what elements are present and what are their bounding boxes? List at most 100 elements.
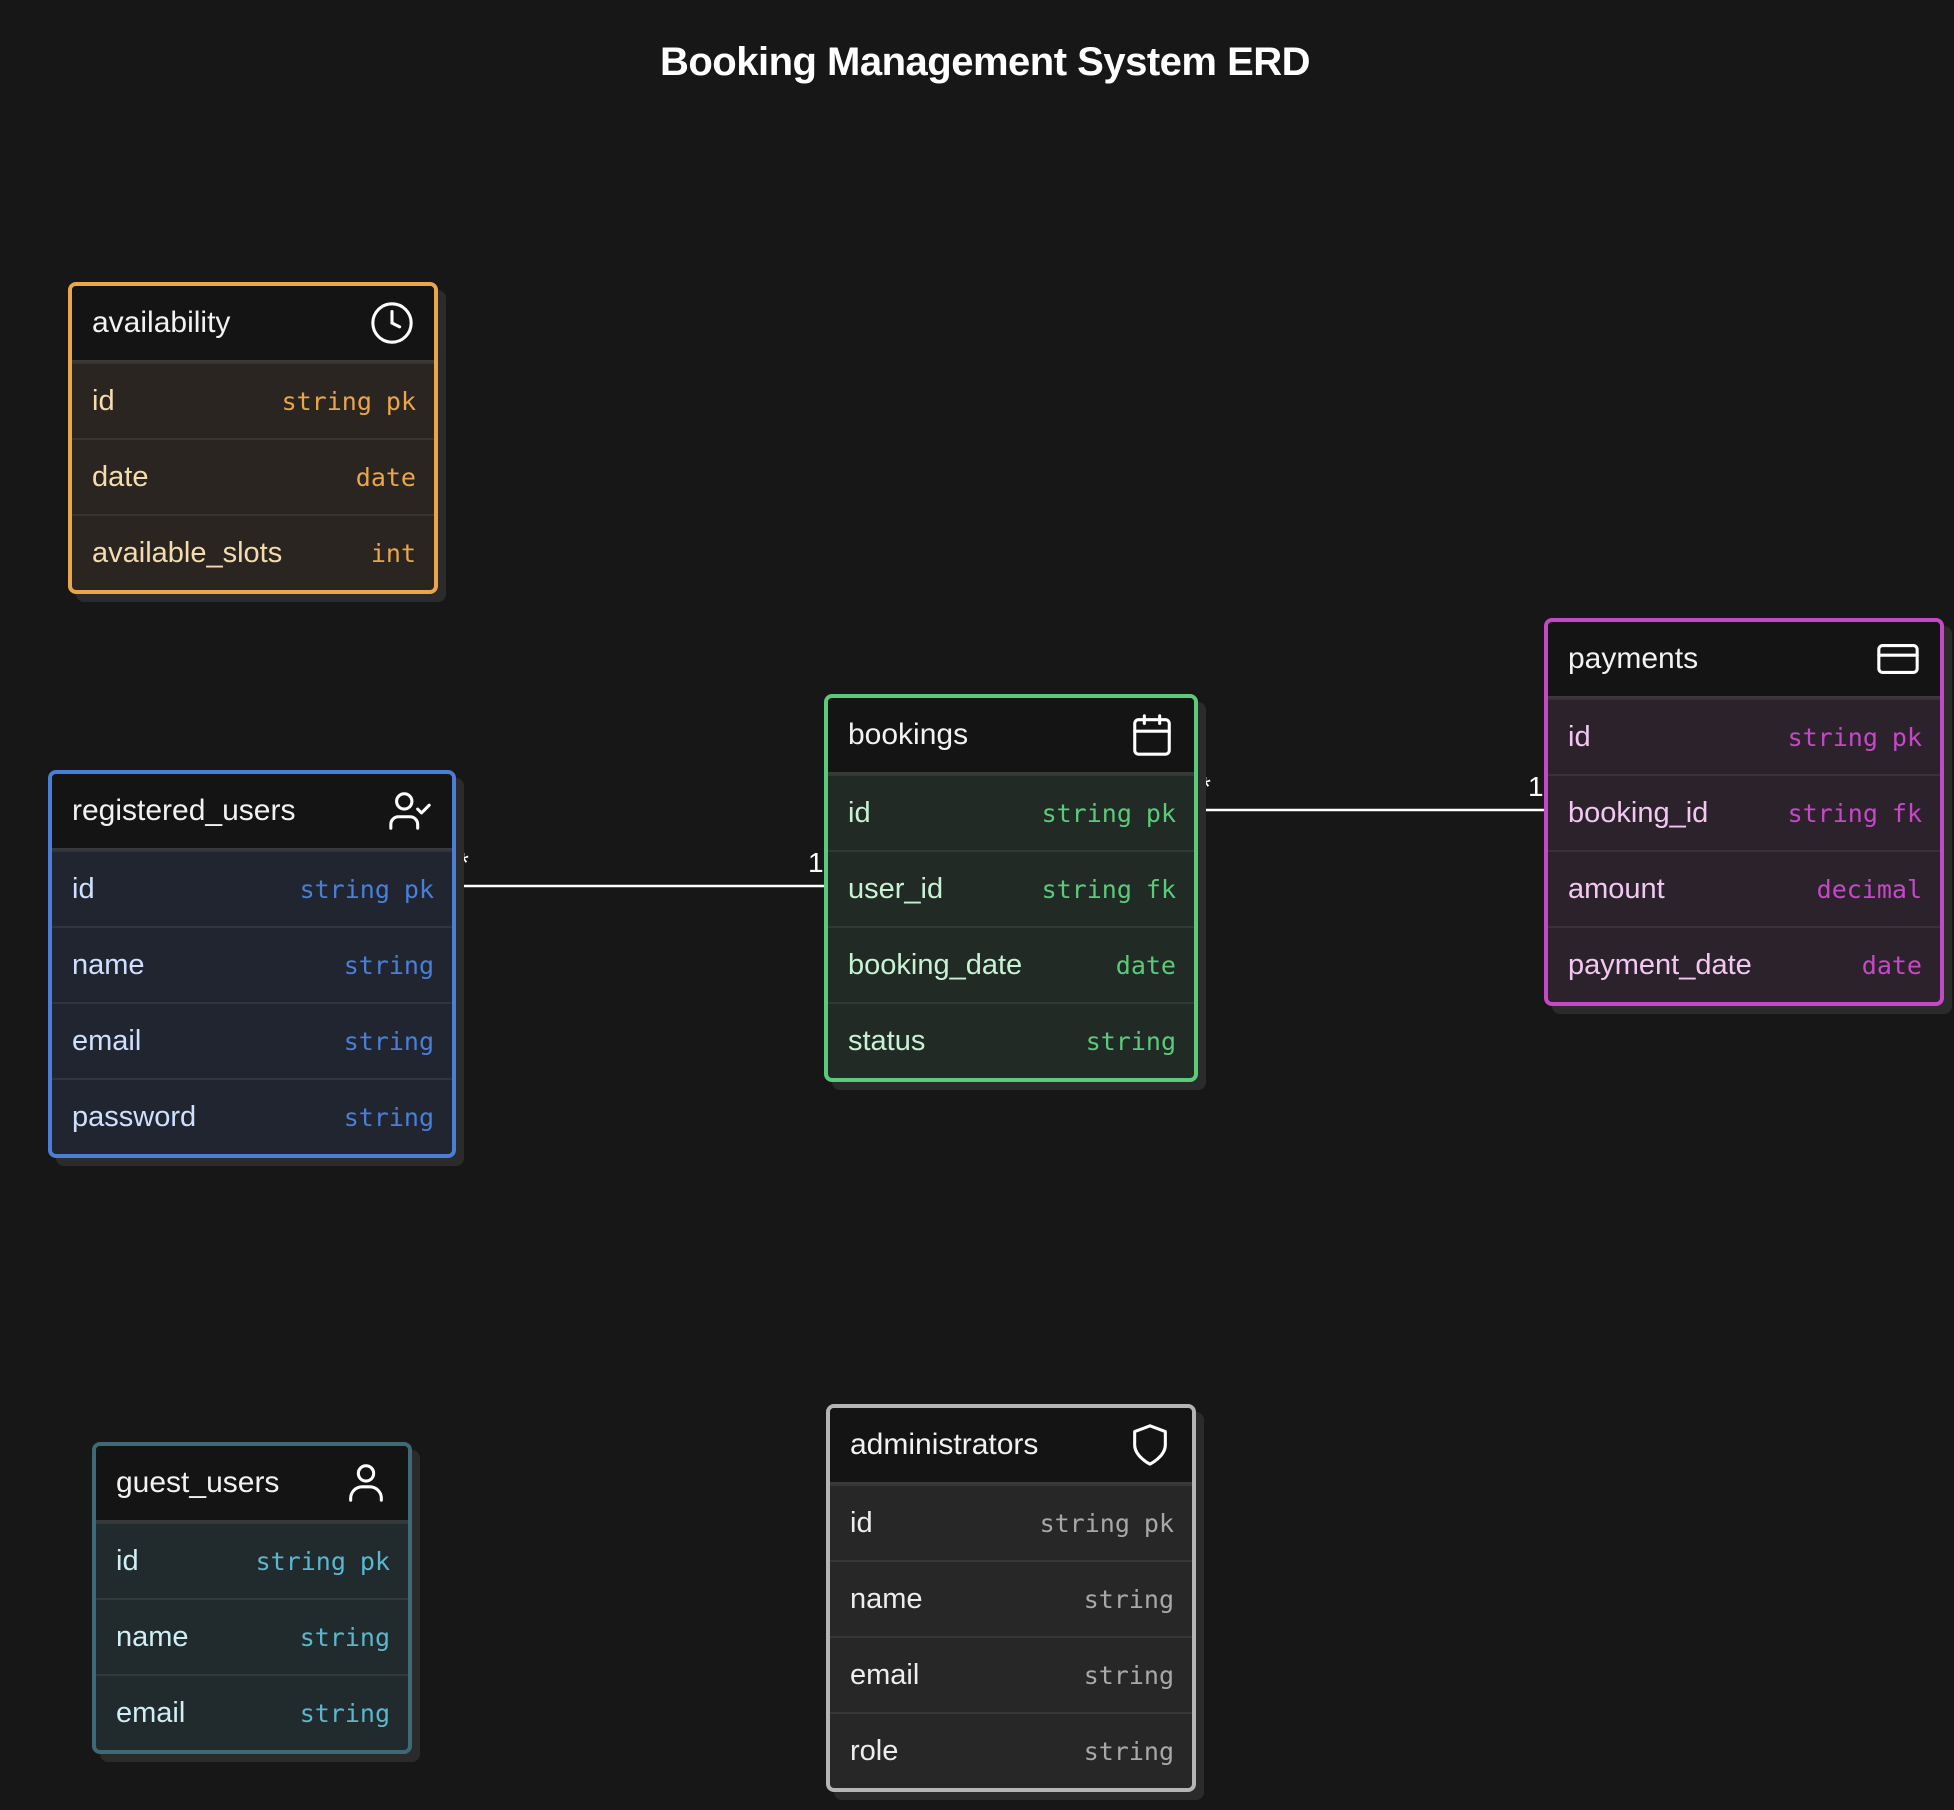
entity-name: availability — [92, 306, 231, 339]
field-row: id string pk — [828, 774, 1194, 850]
field-name: id — [1568, 720, 1591, 753]
field-type: string — [1083, 1584, 1174, 1614]
field-type: string — [1083, 1660, 1174, 1690]
field-key-badge: pk — [359, 1546, 390, 1576]
field-key-badge: fk — [1891, 798, 1922, 828]
field-type: string — [1787, 798, 1878, 828]
field-type: date — [355, 462, 416, 492]
field-type: date — [1861, 950, 1922, 980]
calendar-icon — [1128, 711, 1176, 759]
field-row: booking_date date — [828, 926, 1194, 1002]
entity-name: administrators — [850, 1428, 1039, 1461]
field-key-badge: pk — [385, 386, 416, 416]
field-row: user_id string fk — [828, 850, 1194, 926]
field-row: status string — [828, 1002, 1194, 1078]
field-type: string — [299, 1698, 390, 1728]
field-row: id string pk — [1548, 698, 1940, 774]
field-row: id string pk — [830, 1484, 1192, 1560]
entity-header: registered_users — [52, 774, 452, 850]
field-key-badge: fk — [1145, 874, 1176, 904]
field-name: name — [72, 948, 145, 981]
field-key-badge: pk — [403, 874, 434, 904]
field-name: password — [72, 1100, 197, 1133]
field-name: available_slots — [92, 536, 283, 569]
shield-icon — [1126, 1421, 1174, 1469]
credit-card-icon — [1874, 635, 1922, 683]
cardinality-to: 1 — [808, 847, 824, 878]
field-name: booking_id — [1568, 796, 1709, 829]
field-type: string — [343, 950, 434, 980]
field-type: string — [1085, 1026, 1176, 1056]
user-check-icon — [386, 787, 434, 835]
field-name: email — [72, 1024, 142, 1057]
user-icon — [342, 1459, 390, 1507]
cardinality-from: * — [458, 847, 469, 878]
field-name: id — [116, 1544, 139, 1577]
entity-administrators[interactable]: administrators id string pk name string email s… — [826, 1404, 1196, 1792]
field-type: string — [1787, 722, 1878, 752]
field-type: string — [1083, 1736, 1174, 1766]
field-row: name string — [830, 1560, 1192, 1636]
field-key-badge: pk — [1143, 1508, 1174, 1538]
field-name: email — [850, 1658, 920, 1691]
field-type: decimal — [1816, 874, 1922, 904]
field-row: password string — [52, 1078, 452, 1154]
cardinality-from: * — [1200, 771, 1211, 802]
clock-icon — [368, 299, 416, 347]
field-row: name string — [96, 1598, 408, 1674]
diagram-title: Booking Management System ERD — [659, 40, 1311, 84]
field-name: name — [116, 1620, 189, 1653]
field-type: string — [1041, 874, 1132, 904]
field-name: date — [92, 460, 149, 493]
entity-name: guest_users — [116, 1466, 280, 1499]
field-type: string — [299, 1622, 390, 1652]
field-type: string — [343, 1102, 434, 1132]
field-type: string — [1041, 798, 1132, 828]
entity-header: availability — [72, 286, 434, 362]
field-name: booking_date — [848, 948, 1023, 981]
field-name: id — [850, 1506, 873, 1539]
field-row: role string — [830, 1712, 1192, 1788]
entity-header: bookings — [828, 698, 1194, 774]
field-name: name — [850, 1582, 923, 1615]
field-type: string — [299, 874, 390, 904]
field-type: string — [343, 1026, 434, 1056]
field-key-badge: pk — [1891, 722, 1922, 752]
field-type: string — [281, 386, 372, 416]
field-name: amount — [1568, 872, 1665, 905]
entity-name: payments — [1568, 642, 1699, 675]
field-name: id — [848, 796, 871, 829]
entity-name: bookings — [848, 718, 969, 751]
field-name: payment_date — [1568, 948, 1752, 981]
field-type: string — [1039, 1508, 1130, 1538]
field-row: name string — [52, 926, 452, 1002]
entity-header: payments — [1548, 622, 1940, 698]
field-row: date date — [72, 438, 434, 514]
field-type: string — [255, 1546, 346, 1576]
entity-name: registered_users — [72, 794, 296, 827]
field-row: amount decimal — [1548, 850, 1940, 926]
entity-payments[interactable]: payments id string pk booking_id string fk amou… — [1544, 618, 1944, 1006]
field-row: booking_id string fk — [1548, 774, 1940, 850]
field-name: email — [116, 1696, 186, 1729]
field-name: user_id — [848, 872, 944, 905]
field-row: email string — [830, 1636, 1192, 1712]
cardinality-to: 1 — [1528, 771, 1544, 802]
field-type: date — [1115, 950, 1176, 980]
field-row: email string — [52, 1002, 452, 1078]
field-row: id string pk — [96, 1522, 408, 1598]
entity-header: administrators — [830, 1408, 1192, 1484]
field-name: role — [850, 1734, 899, 1767]
field-name: status — [848, 1024, 926, 1057]
field-key-badge: pk — [1145, 798, 1176, 828]
field-row: id string pk — [52, 850, 452, 926]
field-name: id — [72, 872, 95, 905]
field-row: payment_date date — [1548, 926, 1940, 1002]
entity-header: guest_users — [96, 1446, 408, 1522]
